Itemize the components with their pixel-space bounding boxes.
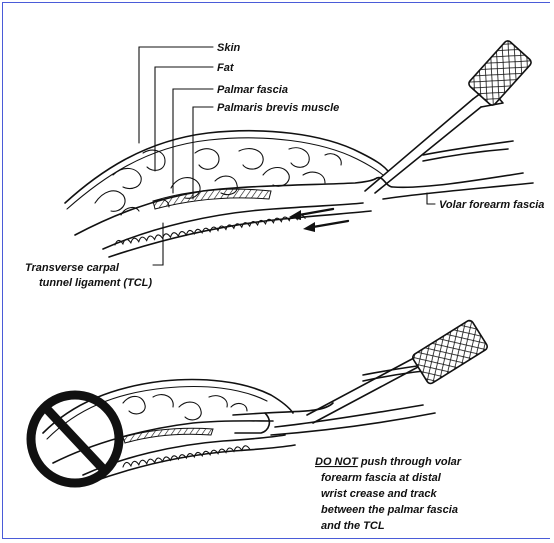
bottom-figure: DO NOT push through volar forearm fascia…	[31, 319, 489, 532]
label-palmaris-brevis: Palmaris brevis muscle	[217, 102, 339, 114]
top-figure: Skin Fat Palmar fascia Palmaris brevis m…	[25, 39, 544, 289]
warning-line5: and the TCL	[321, 520, 385, 532]
label-fat: Fat	[217, 62, 235, 74]
label-skin: Skin	[217, 42, 241, 54]
warning-line1: DO NOT push through volar	[315, 456, 462, 468]
anatomy-diagram: Skin Fat Palmar fascia Palmaris brevis m…	[3, 3, 550, 539]
surgical-instrument-bottom	[307, 319, 489, 423]
label-tcl-line1: Transverse carpal	[25, 262, 120, 274]
palmaris-brevis-bottom	[123, 428, 213, 443]
palmaris-brevis-muscle	[153, 189, 271, 209]
label-tcl-line2: tunnel ligament (TCL)	[39, 277, 152, 289]
label-palmar-fascia: Palmar fascia	[217, 84, 288, 96]
fat-lobules	[95, 148, 341, 215]
warning-line4: between the palmar fascia	[321, 504, 458, 516]
label-volar-forearm-fascia: Volar forearm fascia	[439, 199, 544, 211]
warning-emphasis: DO NOT	[315, 456, 359, 468]
figure-frame: Skin Fat Palmar fascia Palmaris brevis m…	[2, 2, 550, 539]
warning-line1-rest: push through volar	[358, 456, 462, 468]
surgical-instrument-top	[365, 39, 533, 193]
warning-line2: forearm fascia at distal	[321, 472, 442, 484]
warning-line3: wrist crease and track	[321, 488, 437, 500]
